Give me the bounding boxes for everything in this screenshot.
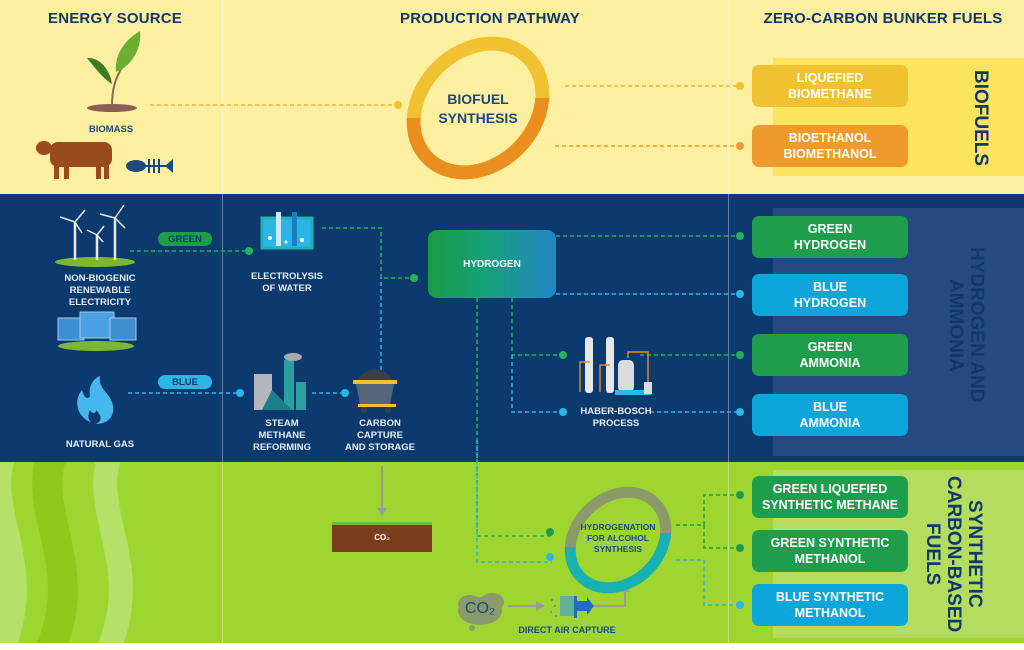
label-carbon-capture-storage: CARBON CAPTURE AND STORAGE <box>344 418 416 453</box>
label-renewable-electricity: NON-BIOGENIC RENEWABLE ELECTRICITY <box>64 273 136 308</box>
connector-hydrogen-hydrogenation-green <box>476 298 552 537</box>
connector-dot <box>410 274 418 282</box>
arrow-head <box>620 584 630 592</box>
connector-dot <box>546 528 554 536</box>
fuel-bioethanol-biomethanol: BIOETHANOL BIOMETHANOL <box>752 125 908 167</box>
category-hydrogen-ammonia: HYDROGEN AND AMMONIA <box>945 247 987 403</box>
header-zero-carbon-fuels: ZERO-CARBON BUNKER FUELS <box>763 10 1003 27</box>
label-co2-cloud: CO₂ <box>464 600 496 617</box>
connector-dot <box>736 351 744 359</box>
connector-dot <box>394 101 402 109</box>
category-synthetic-fuels: SYNTHETIC CARBON-BASED FUELS <box>922 475 985 633</box>
column-divider <box>222 0 223 643</box>
connector-dot <box>559 351 567 359</box>
connector-dot <box>736 601 744 609</box>
header-production-pathway: PRODUCTION PATHWAY <box>400 10 580 27</box>
connector-dot <box>736 82 744 90</box>
label-electrolysis: ELECTROLYSIS OF WATER <box>251 271 323 294</box>
header-energy-source: ENERGY SOURCE <box>47 10 183 27</box>
fuel-liquefied-biomethane: LIQUEFIED BIOMETHANE <box>752 65 908 107</box>
tag-blue: BLUE <box>158 375 212 389</box>
connector-dot <box>736 142 744 150</box>
fuel-green-liquefied-synthetic-methane: GREEN LIQUEFIED SYNTHETIC METHANE <box>752 476 908 518</box>
connector-dot <box>736 491 744 499</box>
arrow-head <box>536 601 545 611</box>
category-biofuels: BIOFUELS <box>970 69 991 167</box>
fuel-green-hydrogen: GREEN HYDROGEN <box>752 216 908 258</box>
connector-dot <box>245 247 253 255</box>
connector-dot <box>736 408 744 416</box>
connector-dot <box>546 553 554 561</box>
tag-green: GREEN <box>158 232 212 246</box>
connector-dot <box>736 232 744 240</box>
label-natural-gas: NATURAL GAS <box>65 439 135 450</box>
connector-dot <box>236 389 244 397</box>
label-biomass: BIOMASS <box>88 124 134 135</box>
fuel-green-ammonia: GREEN AMMONIA <box>752 334 908 376</box>
label-hydrogenation: HYDROGENATION FOR ALCOHOL SYNTHESIS <box>580 522 656 554</box>
label-haber-bosch: HABER-BOSCH PROCESS <box>580 406 652 429</box>
fuel-blue-synthetic-methanol: BLUE SYNTHETIC METHANOL <box>752 584 908 626</box>
connector-dot <box>559 408 567 416</box>
connector-dot <box>736 290 744 298</box>
connector-hydrogen-haber-blue <box>511 355 560 413</box>
fuel-green-synthetic-methanol: GREEN SYNTHETIC METHANOL <box>752 530 908 572</box>
arrow-head <box>377 508 387 516</box>
fuel-blue-hydrogen: BLUE HYDROGEN <box>752 274 908 316</box>
connector-electrolysis-hydrogen <box>322 227 410 279</box>
label-biofuel-synthesis: BIOFUEL SYNTHESIS <box>438 91 518 126</box>
hydrogen-process-box: HYDROGEN <box>428 230 556 298</box>
column-divider <box>728 0 729 643</box>
connector-green-synth-methane <box>676 494 738 526</box>
connector-hydrogenation-blue <box>476 440 552 563</box>
connector-hydrogen-haber-green <box>511 298 560 356</box>
connector-blue-synth-methanol <box>676 559 738 606</box>
connector-dot <box>341 389 349 397</box>
label-steam-methane-reforming: STEAM METHANE REFORMING <box>252 418 312 453</box>
arrow-dac-hydrogenation <box>590 590 626 607</box>
fuel-blue-ammonia: BLUE AMMONIA <box>752 394 908 436</box>
label-direct-air-capture: DIRECT AIR CAPTURE <box>518 625 616 635</box>
connector-dot <box>736 544 744 552</box>
connector-green-synth-methanol <box>703 525 738 549</box>
label-co2-storage: CO₂ <box>374 533 390 542</box>
